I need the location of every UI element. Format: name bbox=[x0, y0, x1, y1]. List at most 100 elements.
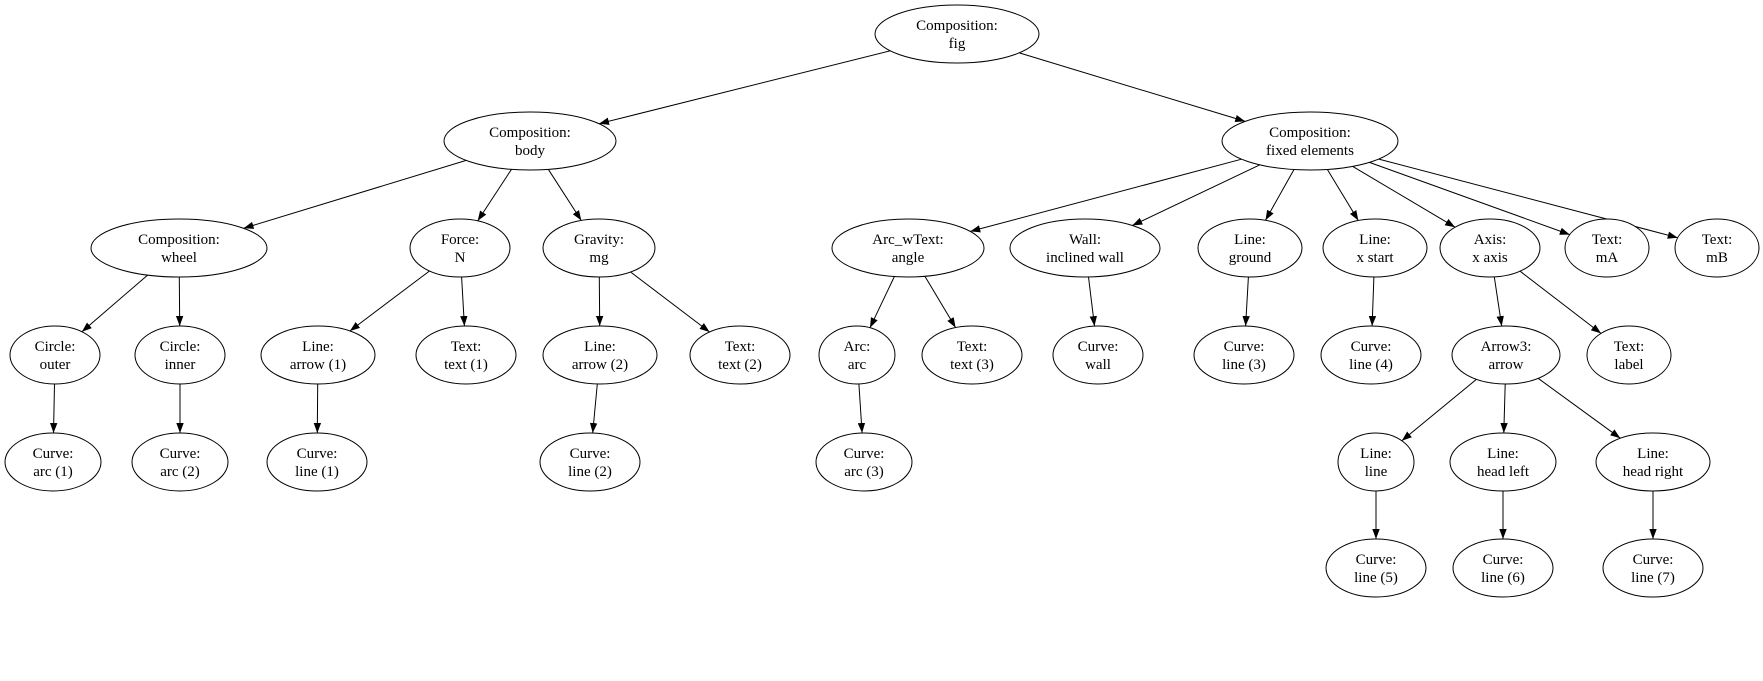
node-label-line2-body: body bbox=[515, 143, 546, 159]
node-label-line1-cline1: Curve: bbox=[297, 446, 338, 462]
tree-node-cline5: Curve: line (5) bbox=[1325, 538, 1427, 598]
node-label-line2-carc2: arc (2) bbox=[160, 464, 200, 480]
tree-node-text2: Text:text (2) bbox=[689, 325, 791, 385]
tree-node-carc3: Curve:arc (3) bbox=[815, 432, 913, 492]
node-ellipse-arrow2 bbox=[542, 325, 658, 385]
tree-edge-arrow3-to-lline bbox=[1401, 378, 1477, 442]
tree-edge-n-to-text1 bbox=[460, 276, 468, 327]
tree-node-fixed: Composition:fixed elements bbox=[1221, 111, 1399, 171]
node-label-line2-n: N bbox=[455, 250, 466, 266]
node-label-line2-cline5: line (5) bbox=[1354, 570, 1398, 586]
node-label-line2-mb: mB bbox=[1706, 250, 1728, 266]
tree-node-text1: Text: text (1) bbox=[415, 325, 517, 385]
tree-edge-fixed-to-ma bbox=[1369, 161, 1570, 236]
node-ellipse-mg bbox=[542, 218, 656, 278]
node-label-line2-cwall: wall bbox=[1085, 357, 1111, 373]
node-label-line2-headl: head left bbox=[1477, 464, 1530, 480]
tree-node-fig: Composition: fig bbox=[874, 4, 1040, 64]
node-label-line2-wall: inclined wall bbox=[1046, 250, 1124, 266]
node-ellipse-cline4 bbox=[1320, 325, 1422, 385]
node-ellipse-lline bbox=[1337, 432, 1415, 492]
tree-node-lline: Line: line bbox=[1337, 432, 1415, 492]
tree-node-carc2: Curve:arc (2) bbox=[131, 432, 229, 492]
node-label-line2-fixed: fixed elements bbox=[1266, 143, 1354, 159]
node-label-line1-lline: Line: bbox=[1360, 446, 1392, 462]
node-label-line2-label: label bbox=[1614, 357, 1643, 373]
tree-node-arrow2: Line: arrow (2) bbox=[542, 325, 658, 385]
node-label-line1-xaxis: Axis: bbox=[1474, 232, 1507, 248]
node-label-line1-mb: Text: bbox=[1702, 232, 1733, 248]
node-ellipse-text3 bbox=[921, 325, 1023, 385]
node-label-line1-n: Force: bbox=[441, 232, 479, 248]
node-label-line2-cline1: line (1) bbox=[295, 464, 339, 480]
node-label-line1-fig: Composition: bbox=[916, 18, 998, 34]
node-label-line2-lline: line bbox=[1365, 464, 1388, 480]
node-label-line1-cline2: Curve: bbox=[570, 446, 611, 462]
tree-edge-arc-to-carc3 bbox=[857, 383, 866, 434]
tree-edge-fixed-to-angle bbox=[970, 158, 1242, 233]
tree-node-n: Force: N bbox=[409, 218, 511, 278]
tree-node-ground: Line:ground bbox=[1197, 218, 1303, 278]
tree-edge-outer-to-carc1 bbox=[50, 383, 58, 434]
node-ellipse-cline3 bbox=[1193, 325, 1295, 385]
tree-node-cline3: Curve:line (3) bbox=[1193, 325, 1295, 385]
tree-node-cline4: Curve:line (4) bbox=[1320, 325, 1422, 385]
node-label-line2-arrow2: arrow (2) bbox=[572, 357, 628, 373]
node-label-line1-body: Composition: bbox=[489, 125, 571, 141]
tree-edge-ground-to-cline3 bbox=[1242, 276, 1250, 327]
node-label-line2-fig: fig bbox=[949, 36, 966, 52]
node-label-line1-inner: Circle: bbox=[160, 339, 201, 355]
node-label-line1-wheel: Composition: bbox=[138, 232, 220, 248]
node-label-line2-arrow1: arrow (1) bbox=[290, 357, 346, 373]
node-label-line2-xstart: x start bbox=[1356, 250, 1394, 266]
node-label-line2-text1: text (1) bbox=[444, 357, 488, 373]
node-label-line1-wall: Wall: bbox=[1069, 232, 1101, 248]
node-label-line1-xstart: Line: bbox=[1359, 232, 1391, 248]
node-ellipse-wheel bbox=[90, 218, 268, 278]
node-label-line1-text1: Text: bbox=[451, 339, 482, 355]
node-ellipse-text2 bbox=[689, 325, 791, 385]
tree-node-mb: Text: mB bbox=[1674, 218, 1760, 278]
node-label-line1-arrow2: Line: bbox=[584, 339, 616, 355]
node-ellipse-fig bbox=[874, 4, 1040, 64]
node-label-line1-cline5: Curve: bbox=[1356, 552, 1397, 568]
edges-layer bbox=[50, 50, 1678, 539]
tree-node-wheel: Composition:wheel bbox=[90, 218, 268, 278]
tree-edge-xstart-to-cline4 bbox=[1368, 276, 1377, 327]
tree-edge-xaxis-to-label bbox=[1519, 270, 1602, 334]
node-ellipse-ma bbox=[1564, 218, 1650, 278]
tree-node-cwall: Curve:wall bbox=[1052, 325, 1144, 385]
node-label-line2-arc: arc bbox=[848, 357, 867, 373]
node-label-line1-cline6: Curve: bbox=[1483, 552, 1524, 568]
tree-node-headl: Line:head left bbox=[1449, 432, 1557, 492]
tree-edge-arrow3-to-headl bbox=[1500, 383, 1508, 434]
node-ellipse-wall bbox=[1009, 218, 1161, 278]
tree-node-text3: Text:text (3) bbox=[921, 325, 1023, 385]
node-label-line2-angle: angle bbox=[892, 250, 925, 266]
node-ellipse-xstart bbox=[1322, 218, 1428, 278]
tree-node-headr: Line:head right bbox=[1595, 432, 1711, 492]
node-label-line1-label: Text: bbox=[1614, 339, 1645, 355]
tree-node-body: Composition: body bbox=[443, 111, 617, 171]
node-ellipse-body bbox=[443, 111, 617, 171]
tree-edge-fixed-to-ground bbox=[1265, 169, 1295, 221]
node-ellipse-mb bbox=[1674, 218, 1760, 278]
node-ellipse-headr bbox=[1595, 432, 1711, 492]
node-label-line1-angle: Arc_wText: bbox=[872, 232, 943, 248]
tree-node-mg: Gravity:mg bbox=[542, 218, 656, 278]
node-label-line2-carc3: arc (3) bbox=[844, 464, 884, 480]
tree-node-cline6: Curve:line (6) bbox=[1452, 538, 1554, 598]
tree-node-inner: Circle:inner bbox=[134, 325, 226, 385]
tree-node-xstart: Line: x start bbox=[1322, 218, 1428, 278]
tree-edge-fixed-to-wall bbox=[1132, 164, 1261, 226]
node-ellipse-cwall bbox=[1052, 325, 1144, 385]
node-label-line1-mg: Gravity: bbox=[574, 232, 624, 248]
tree-edge-angle-to-arc bbox=[869, 276, 895, 328]
tree-edge-angle-to-text3 bbox=[924, 276, 957, 328]
node-ellipse-cline5 bbox=[1325, 538, 1427, 598]
node-ellipse-carc3 bbox=[815, 432, 913, 492]
tree-node-cline7: Curve:line (7) bbox=[1602, 538, 1704, 598]
node-label-line1-ma: Text: bbox=[1592, 232, 1623, 248]
tree-node-arc: Arc:arc bbox=[818, 325, 896, 385]
